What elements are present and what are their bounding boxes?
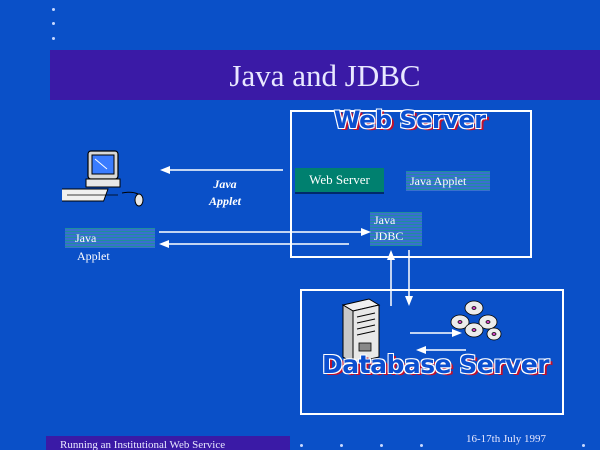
web-java-applet-box: Java Applet xyxy=(406,171,490,191)
server-tower-icon xyxy=(341,298,381,364)
arrows-db-internal xyxy=(410,329,466,354)
title-bar: Java and JDBC xyxy=(50,50,600,100)
computer-icon xyxy=(62,150,144,207)
decor-dot xyxy=(52,8,55,11)
footer-right-text: 16-17th July 1997 xyxy=(466,433,547,445)
web-server-inner-box: Web Server xyxy=(295,168,384,194)
arrows-web-db xyxy=(387,250,413,306)
java-jdbc-label-line2: JDBC xyxy=(374,229,404,243)
page-title: Java and JDBC xyxy=(229,58,421,93)
arrow-label-line1: Java xyxy=(213,177,237,191)
footer-dot xyxy=(300,444,303,447)
decor-dot xyxy=(52,37,55,40)
arrows-client-jdbc xyxy=(159,228,371,248)
java-jdbc-box: Java JDBC xyxy=(370,212,422,246)
client-java-applet-line2: Applet xyxy=(77,249,110,263)
footer-dot xyxy=(380,444,383,447)
client-java-applet-line1: Java xyxy=(75,231,97,245)
web-java-applet-label: Java Applet xyxy=(410,174,467,188)
footer-dot xyxy=(582,444,585,447)
arrow-web-to-client xyxy=(160,166,283,174)
arrow-label-line2: Applet xyxy=(209,194,241,208)
web-server-box xyxy=(290,110,532,258)
decor-dot xyxy=(52,22,55,25)
database-server-box xyxy=(300,289,564,415)
footer-dot xyxy=(420,444,423,447)
footer-dot xyxy=(340,444,343,447)
arrow-label-java-applet: Java Applet xyxy=(200,176,250,210)
java-jdbc-label-line1: Java xyxy=(374,213,396,227)
disk-stack-icon xyxy=(450,300,502,341)
database-server-title: Database Server xyxy=(322,350,550,379)
web-server-inner-label: Web Server xyxy=(309,172,370,187)
web-server-title: Web Server xyxy=(334,106,486,134)
footer-left-text: Running an Institutional Web Service xyxy=(46,436,290,450)
client-java-applet-box: Java xyxy=(65,228,155,248)
